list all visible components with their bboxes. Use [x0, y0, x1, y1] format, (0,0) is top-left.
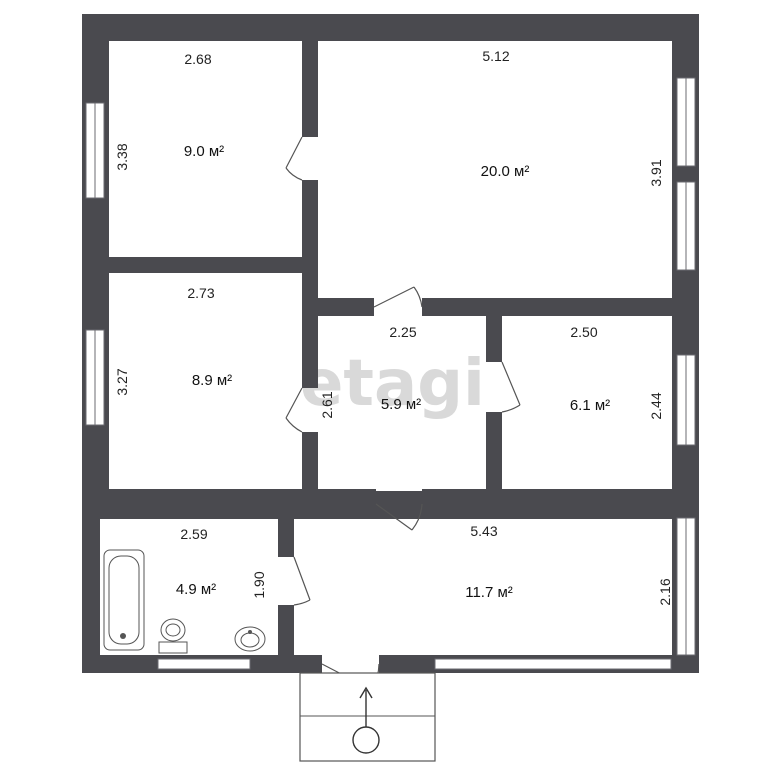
windows [85, 77, 696, 670]
toilet-icon [158, 618, 188, 654]
door-kitchen [375, 503, 423, 531]
room-bedroom-top-left: 2.68 3.38 9.0 м² [114, 51, 224, 171]
room-width-label: 2.73 [187, 285, 214, 301]
room-area-label: 20.0 м² [481, 163, 530, 180]
window-bathroom [157, 658, 251, 670]
entry-marker-icon [352, 726, 380, 754]
window-kitchen-bottom [434, 658, 672, 670]
room-area-label: 9.0 м² [184, 143, 224, 160]
room-kitchen: 5.43 2.16 11.7 м² [465, 523, 673, 606]
room-width-label: 2.50 [570, 324, 597, 340]
room-height-label: 3.91 [648, 159, 664, 186]
room-area-label: 5.9 м² [381, 396, 421, 413]
room-width-label: 2.68 [184, 51, 211, 67]
room-area-label: 6.1 м² [570, 397, 610, 414]
room-width-label: 2.59 [180, 526, 207, 542]
entry-arrow-icon [359, 686, 373, 699]
door-right-room [501, 361, 521, 413]
door-bathroom [293, 556, 311, 606]
door-bedroom-top [285, 136, 303, 181]
room-mid-right: 2.50 2.44 6.1 м² [570, 324, 664, 420]
room-height-label: 1.90 [251, 571, 267, 598]
room-hall: 2.25 2.61 5.9 м² [319, 324, 421, 419]
door-bedroom-mid [285, 387, 303, 433]
room-height-label: 2.16 [657, 578, 673, 605]
bathroom-fixtures [103, 549, 266, 654]
outer-walls [82, 14, 699, 673]
room-living: 5.12 3.91 20.0 м² [481, 48, 664, 187]
room-height-label: 3.27 [114, 368, 130, 395]
sink-icon [234, 626, 266, 652]
room-area-label: 4.9 м² [176, 581, 216, 598]
room-area-label: 8.9 м² [192, 372, 232, 389]
door-living [373, 286, 423, 308]
room-width-label: 5.12 [482, 48, 509, 64]
room-width-label: 2.25 [389, 324, 416, 340]
room-height-label: 3.38 [114, 143, 130, 170]
room-width-label: 5.43 [470, 523, 497, 539]
room-area-label: 11.7 м² [465, 584, 513, 601]
room-bathroom: 2.59 1.90 4.9 м² [176, 526, 267, 599]
room-height-label: 2.61 [319, 391, 335, 418]
entrance-porch [299, 672, 436, 762]
room-height-label: 2.44 [648, 392, 664, 419]
interior-walls [100, 41, 672, 673]
room-bedroom-mid-left: 2.73 3.27 8.9 м² [114, 285, 232, 396]
watermark: etagi [300, 347, 485, 421]
